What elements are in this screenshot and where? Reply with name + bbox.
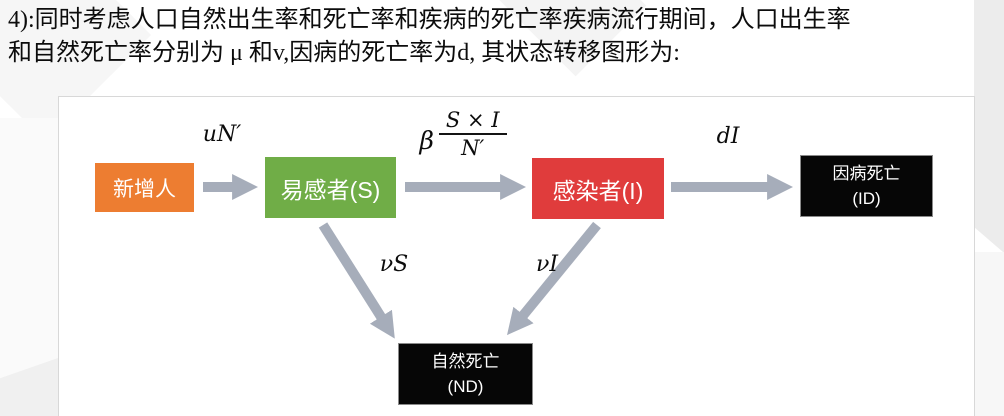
node-disease-death-label: 因病死亡: [832, 164, 901, 183]
node-disease-death-abbr: (ID): [852, 189, 881, 208]
arrow-susceptible-to-natural-death: [318, 222, 395, 339]
background-polygon: [974, 0, 1004, 253]
background-polygon: [974, 252, 1004, 416]
node-natural-death: 自然死亡 (ND): [398, 343, 533, 405]
label-natural-death-rate-i: νI: [535, 252, 559, 277]
node-natural-death-abbr: (ND): [447, 377, 484, 396]
node-infected: 感染者(I): [532, 158, 664, 219]
problem-statement-line1: 4):同时考虑人口自然出生率和死亡率和疾病的死亡率疾病流行期间，人口出生率: [8, 7, 851, 33]
problem-statement: 4):同时考虑人口自然出生率和死亡率和疾病的死亡率疾病流行期间，人口出生率 和自…: [8, 4, 1000, 70]
label-birth-rate: uN′: [202, 122, 242, 147]
label-disease-death-rate: dI: [716, 124, 740, 149]
label-infection-rate-denominator: N′: [461, 136, 485, 160]
label-natural-death-rate-s: νS: [379, 252, 409, 277]
label-infection-rate-beta: β: [419, 125, 434, 155]
label-infection-rate-numerator: S × I: [438, 108, 507, 135]
node-new-population-label: 新增人: [113, 177, 176, 201]
label-infection-rate: β S × I N′: [413, 108, 513, 160]
node-disease-death: 因病死亡 (ID): [800, 155, 933, 217]
arrow-infected-to-natural-death: [507, 221, 601, 336]
problem-statement-line2: 和自然死亡率分别为 μ 和v,因病的死亡率为d, 其状态转移图形为:: [8, 40, 680, 66]
node-new-population: 新增人: [95, 163, 194, 212]
label-infection-rate-fraction: S × I N′: [438, 108, 507, 160]
node-susceptible-label: 易感者(S): [280, 176, 381, 203]
node-susceptible: 易感者(S): [265, 157, 396, 218]
node-natural-death-label: 自然死亡: [431, 352, 500, 371]
node-infected-label: 感染者(I): [552, 177, 644, 204]
